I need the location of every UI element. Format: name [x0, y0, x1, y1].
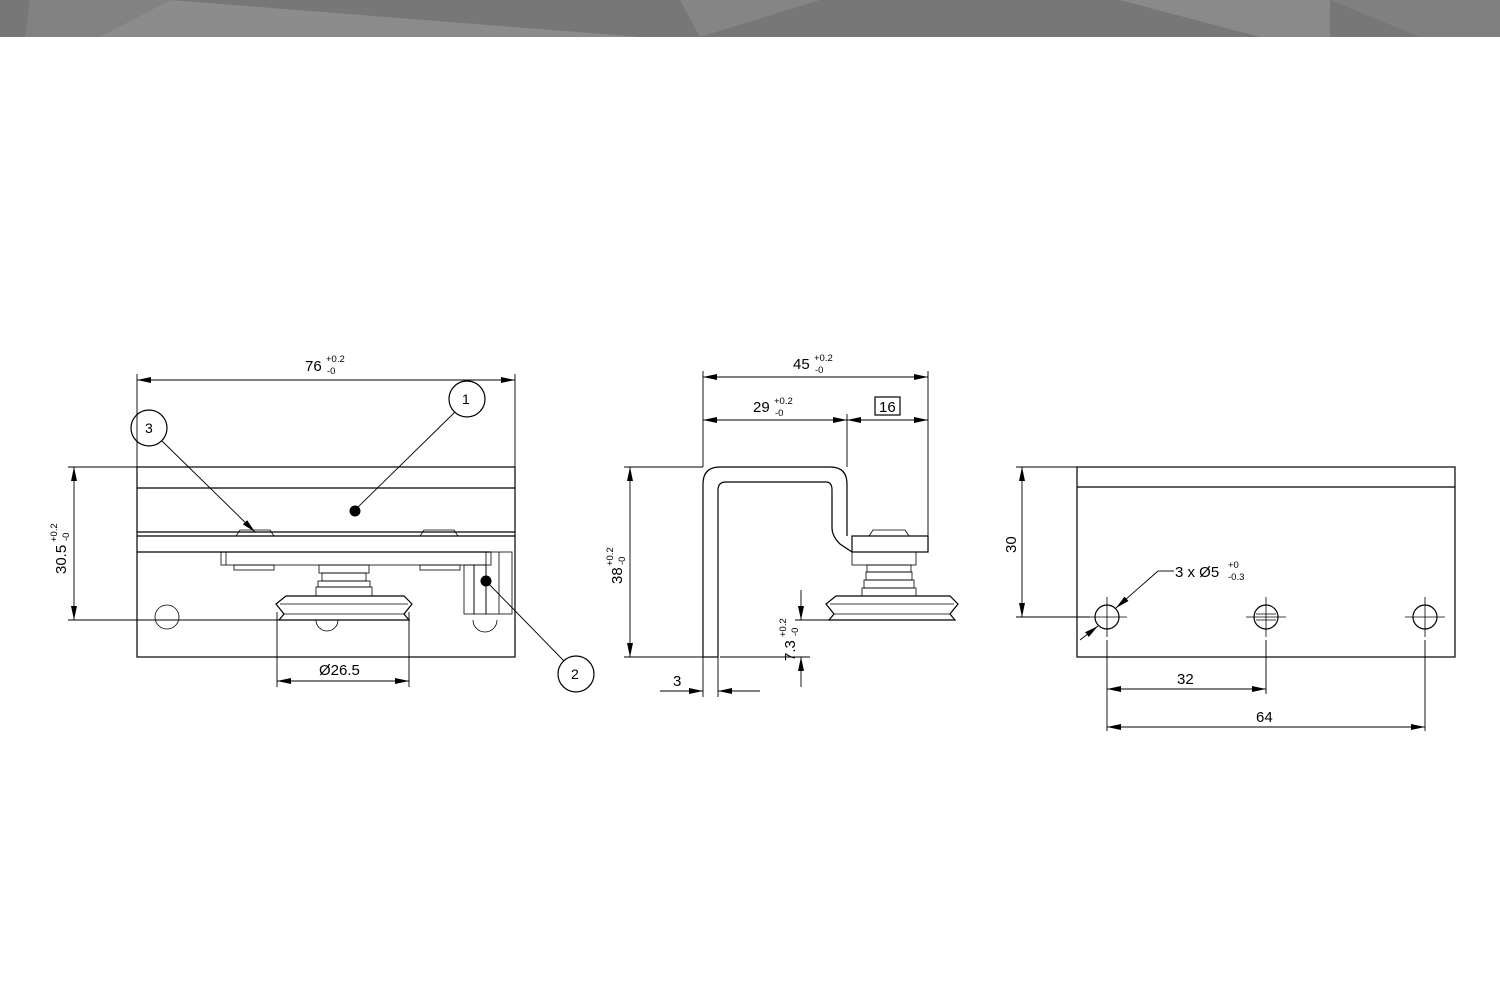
- dim-38-tol-lower: -0: [617, 557, 628, 565]
- dim-76-value: 76: [305, 358, 322, 375]
- dim-7-3-tol-lower: -0: [790, 628, 801, 636]
- dim-16-value: 16: [879, 399, 896, 416]
- header-banner: [0, 0, 1500, 37]
- dim-holes-tol-lower: -0.3: [1228, 572, 1244, 583]
- dim-45-tol-upper: +0.2: [814, 353, 833, 364]
- front-view: 76 +0.2 -0 30.5 +0.2 -0 Ø26.5 1 2: [49, 354, 595, 693]
- dim-30-5-tol-upper: +0.2: [49, 523, 60, 542]
- dim-7-3-value: 7.3: [782, 640, 799, 661]
- callout-1: 1: [349, 380, 486, 517]
- dim-29-tol-upper: +0.2: [774, 396, 793, 407]
- dim-wheel-value: Ø26.5: [319, 662, 360, 679]
- dim-45-tol-lower: -0: [815, 365, 823, 376]
- hole-view: 30 3 x Ø5 +0 -0.3 32 64: [1003, 466, 1456, 731]
- dim-64-value: 64: [1256, 709, 1273, 726]
- dim-45-value: 45: [793, 356, 810, 373]
- svg-text:1: 1: [462, 391, 470, 407]
- dim-30-5-tol-lower: -0: [61, 533, 72, 541]
- svg-text:2: 2: [571, 666, 579, 682]
- dim-holes-value: 3 x Ø5: [1175, 564, 1219, 581]
- dim-76-tol-lower: -0: [327, 366, 335, 377]
- dim-29-tol-lower: -0: [775, 408, 783, 419]
- hole-3: [1405, 597, 1445, 637]
- callout-2: 2: [480, 575, 595, 693]
- svg-text:3: 3: [145, 420, 153, 436]
- callout-3: 3: [130, 409, 256, 533]
- dim-30-value: 30: [1003, 536, 1020, 553]
- dim-76-tol-upper: +0.2: [326, 354, 345, 365]
- dim-7-3-tol-upper: +0.2: [778, 618, 789, 637]
- dim-38-value: 38: [609, 567, 626, 584]
- dim-30-5-value: 30.5: [53, 545, 70, 574]
- dim-holes-tol-upper: +0: [1228, 560, 1239, 571]
- hole-2: [1246, 597, 1286, 637]
- dim-32-value: 32: [1177, 671, 1194, 688]
- dim-38-tol-upper: +0.2: [605, 547, 616, 566]
- side-view: 45 +0.2 -0 29 +0.2 -0 16 38 +0.2 -0 3: [605, 353, 959, 697]
- dim-29-value: 29: [753, 399, 770, 416]
- dim-3-value: 3: [673, 673, 681, 690]
- hole-1: [1087, 597, 1127, 637]
